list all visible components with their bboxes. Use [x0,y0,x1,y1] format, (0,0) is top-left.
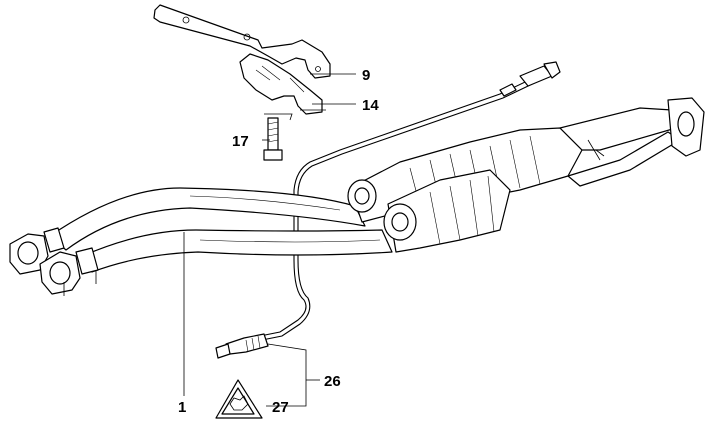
exhaust-front-pipe[interactable] [9,187,393,296]
exhaust-outlet-flange[interactable] [559,97,705,187]
exhaust-hanger-bracket[interactable] [153,4,331,115]
callout-26: 26 [324,373,341,390]
callout-1: 1 [178,399,186,416]
leader-lines [183,73,356,407]
catalytic-converter-front[interactable] [383,169,511,253]
callout-27: 27 [272,399,289,416]
callout-17: 17 [232,133,249,150]
warning-triangle-icon [215,379,263,419]
oxygen-sensor-assembly[interactable] [215,61,561,359]
callout-14: 14 [362,97,379,114]
bolt[interactable] [263,117,283,161]
callout-9: 9 [362,67,370,84]
callout-labels: 9 14 17 1 26 27 [178,67,379,416]
